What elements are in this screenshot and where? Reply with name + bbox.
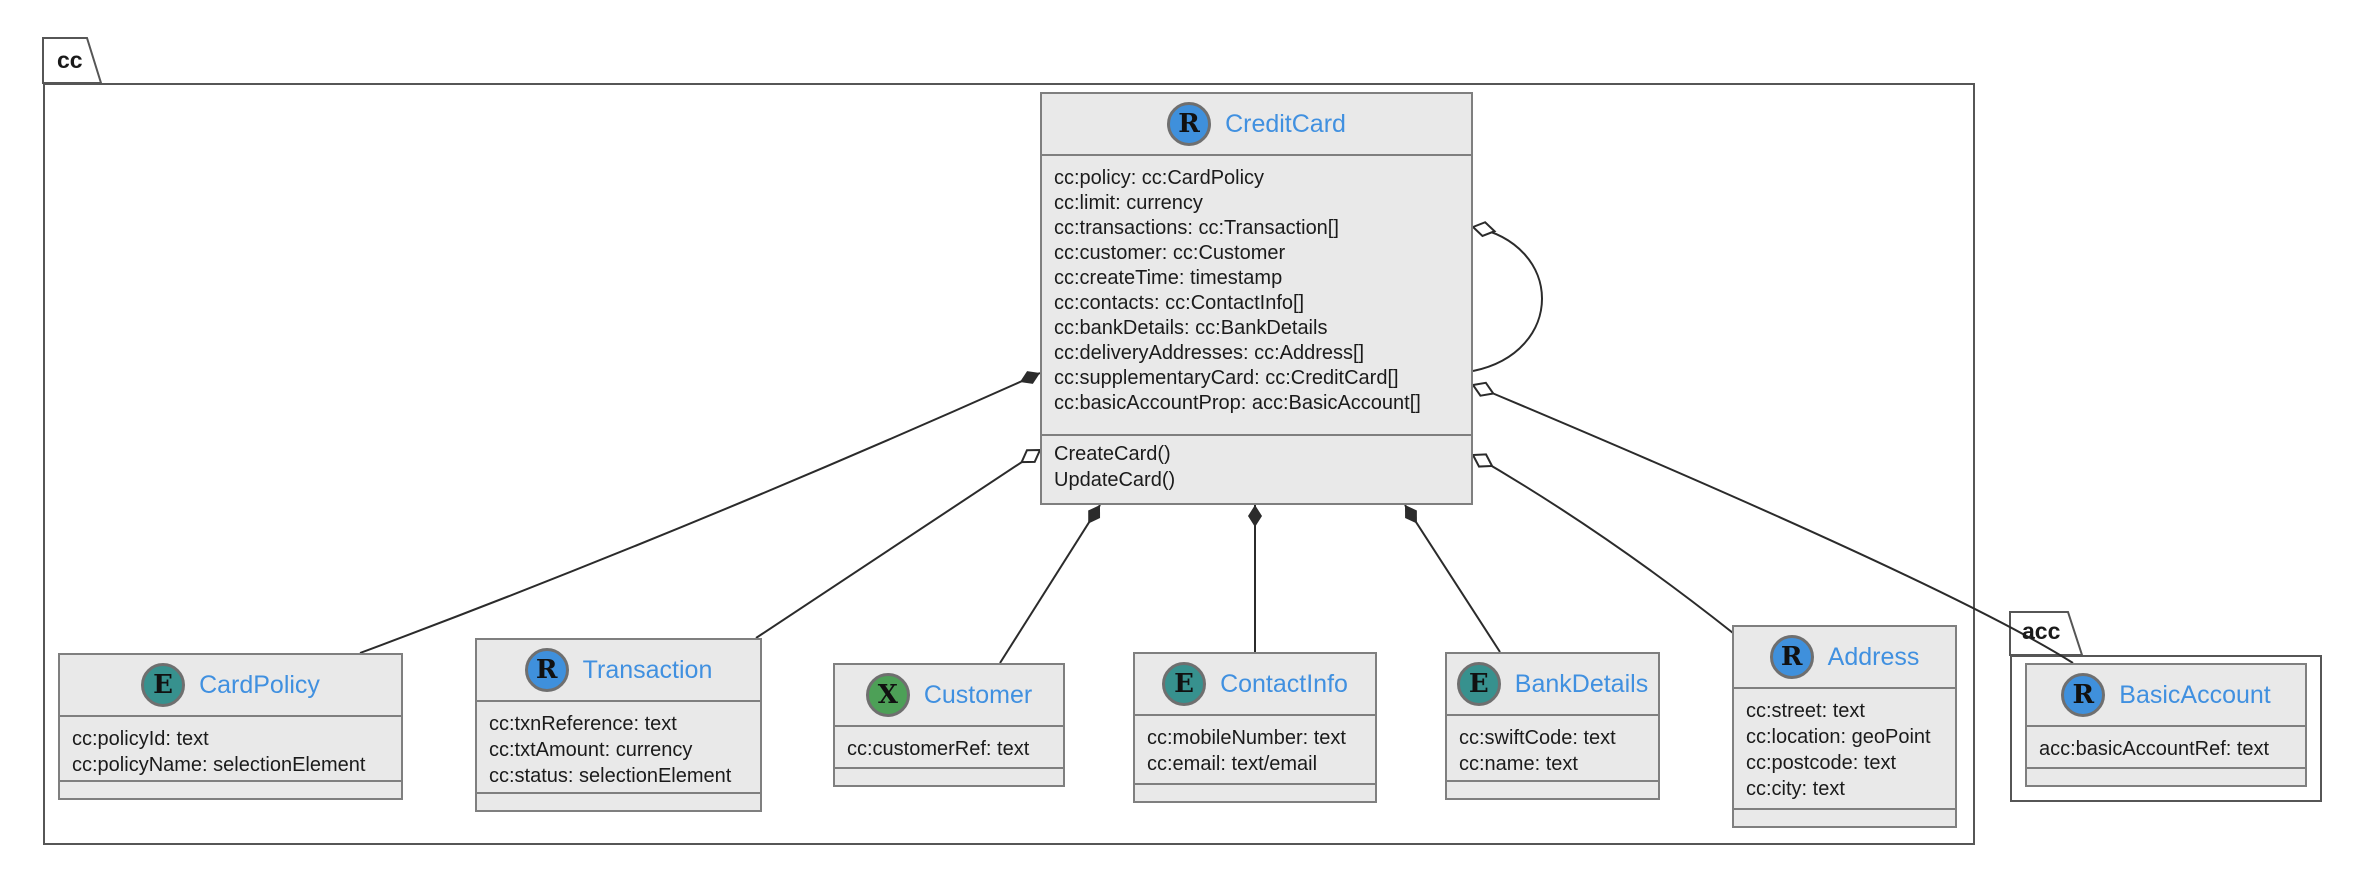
- edge-creditcard-self-loop[interactable]: [1473, 227, 1543, 372]
- attribute: cc:postcode: text: [1746, 752, 1897, 774]
- element-icon: E: [141, 663, 186, 707]
- methods-compartment: [2027, 767, 2305, 785]
- class-transaction[interactable]: R Transaction cc:txnReference: text cc:t…: [475, 638, 762, 812]
- resource-icon: R: [1167, 102, 1212, 146]
- class-header: E ContactInfo: [1135, 654, 1375, 716]
- attribute: cc:policyName: selectionElement: [72, 754, 366, 776]
- attribute: cc:name: text: [1459, 753, 1578, 775]
- edge-creditcard-basicaccount[interactable]: [1473, 385, 2074, 664]
- attribute: cc:city: text: [1746, 778, 1845, 800]
- edge-creditcard-cardpolicy[interactable]: [359, 371, 1041, 654]
- attribute: acc:basicAccountRef: text: [2039, 738, 2270, 760]
- attribute: cc:policyId: text: [72, 728, 209, 750]
- attribute: cc:customer: cc:Customer: [1054, 242, 1286, 264]
- attribute: cc:mobileNumber: text: [1147, 727, 1346, 749]
- attribute: cc:location: geoPoint: [1746, 726, 1931, 748]
- class-basicaccount[interactable]: R BasicAccount acc:basicAccountRef: text: [2025, 663, 2307, 787]
- element-icon: E: [1162, 662, 1207, 706]
- methods-compartment: [477, 792, 760, 810]
- attributes-compartment: cc:txnReference: text cc:txtAmount: curr…: [477, 702, 760, 792]
- class-contactinfo[interactable]: E ContactInfo cc:mobileNumber: text cc:e…: [1133, 652, 1377, 803]
- attributes-compartment: acc:basicAccountRef: text: [2027, 727, 2305, 767]
- edge-creditcard-bankdetails[interactable]: [1404, 504, 1501, 653]
- attribute: cc:policy: cc:CardPolicy: [1054, 167, 1265, 189]
- extension-icon: X: [865, 673, 910, 717]
- class-header: R BasicAccount: [2027, 665, 2305, 727]
- package-cc-tab[interactable]: [42, 37, 103, 84]
- attributes-compartment: cc:policy: cc:CardPolicy cc:limit: curre…: [1042, 156, 1471, 434]
- class-header: R CreditCard: [1042, 94, 1471, 156]
- attribute: cc:swiftCode: text: [1459, 727, 1616, 749]
- method: CreateCard(): [1054, 443, 1171, 465]
- class-title: Transaction: [582, 655, 713, 684]
- edge-creditcard-customer[interactable]: [999, 504, 1101, 664]
- attribute: cc:customerRef: text: [847, 738, 1030, 760]
- attributes-compartment: cc:customerRef: text: [835, 727, 1063, 767]
- attribute: cc:basicAccountProp: acc:BasicAccount[]: [1054, 392, 1421, 414]
- class-header: R Transaction: [477, 640, 760, 702]
- methods-compartment: [1447, 780, 1658, 798]
- methods-compartment: CreateCard() UpdateCard(): [1042, 434, 1471, 503]
- attributes-compartment: cc:swiftCode: text cc:name: text: [1447, 716, 1658, 780]
- attribute: cc:bankDetails: cc:BankDetails: [1054, 317, 1328, 339]
- methods-compartment: [60, 780, 401, 798]
- class-title: CreditCard: [1225, 109, 1346, 138]
- attribute: cc:createTime: timestamp: [1054, 267, 1283, 289]
- class-title: CardPolicy: [199, 670, 320, 699]
- class-title: Customer: [923, 680, 1033, 709]
- attribute: cc:txnReference: text: [489, 713, 677, 735]
- package-cc[interactable]: [43, 83, 1975, 845]
- methods-compartment: [1135, 783, 1375, 801]
- element-icon: E: [1456, 662, 1501, 706]
- class-creditcard[interactable]: R CreditCard cc:policy: cc:CardPolicy cc…: [1040, 92, 1473, 505]
- class-header: E CardPolicy: [60, 655, 401, 717]
- class-header: X Customer: [835, 665, 1063, 727]
- class-header: E BankDetails: [1447, 654, 1658, 716]
- attribute: cc:email: text/email: [1147, 753, 1318, 775]
- class-title: Address: [1827, 642, 1920, 671]
- attributes-compartment: cc:mobileNumber: text cc:email: text/ema…: [1135, 716, 1375, 783]
- attribute: cc:street: text: [1746, 700, 1865, 722]
- resource-icon: R: [1769, 635, 1814, 679]
- method: UpdateCard(): [1054, 469, 1176, 491]
- class-cardpolicy[interactable]: E CardPolicy cc:policyId: text cc:policy…: [58, 653, 403, 800]
- resource-icon: R: [524, 648, 569, 692]
- methods-compartment: [1734, 808, 1955, 826]
- package-acc-tab[interactable]: [2009, 611, 2084, 656]
- methods-compartment: [835, 767, 1063, 785]
- package-cc-label: cc: [57, 47, 83, 73]
- edge-creditcard-transaction[interactable]: [755, 450, 1040, 639]
- class-title: ContactInfo: [1220, 669, 1348, 698]
- class-address[interactable]: R Address cc:street: text cc:location: g…: [1732, 625, 1957, 828]
- edge-creditcard-address[interactable]: [1473, 455, 1734, 634]
- class-bankdetails[interactable]: E BankDetails cc:swiftCode: text cc:name…: [1445, 652, 1660, 800]
- class-title: BankDetails: [1514, 669, 1649, 698]
- resource-icon: R: [2061, 673, 2106, 717]
- class-header: R Address: [1734, 627, 1955, 689]
- class-title: BasicAccount: [2119, 680, 2271, 709]
- package-acc-label: acc: [2022, 618, 2061, 644]
- attributes-compartment: cc:street: text cc:location: geoPoint cc…: [1734, 689, 1955, 808]
- attribute: cc:transactions: cc:Transaction[]: [1054, 217, 1339, 239]
- attribute: cc:contacts: cc:ContactInfo[]: [1054, 292, 1305, 314]
- attribute: cc:limit: currency: [1054, 192, 1203, 214]
- attribute: cc:deliveryAddresses: cc:Address[]: [1054, 342, 1365, 364]
- attributes-compartment: cc:policyId: text cc:policyName: selecti…: [60, 717, 401, 780]
- attribute: cc:status: selectionElement: [489, 765, 732, 787]
- class-customer[interactable]: X Customer cc:customerRef: text: [833, 663, 1065, 787]
- attribute: cc:txtAmount: currency: [489, 739, 693, 761]
- package-acc[interactable]: [2010, 655, 2322, 802]
- attribute: cc:supplementaryCard: cc:CreditCard[]: [1054, 367, 1399, 389]
